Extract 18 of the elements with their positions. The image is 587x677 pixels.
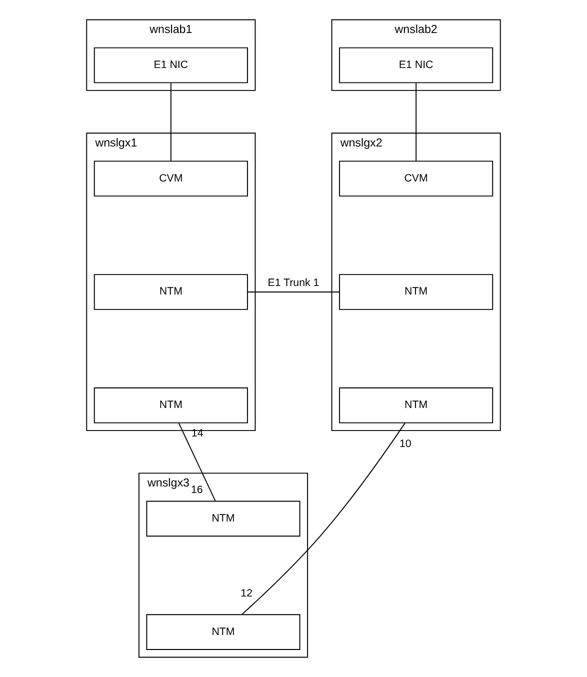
node-box: NTM xyxy=(94,274,248,310)
node-box: CVM xyxy=(94,160,248,197)
node-box: CVM xyxy=(339,160,494,197)
node-box: E1 NIC xyxy=(94,47,248,84)
node-label: 12 xyxy=(240,587,253,600)
connector xyxy=(242,422,406,615)
connector xyxy=(170,82,172,162)
node-box: NTM xyxy=(339,387,494,424)
node-box: NTM xyxy=(146,614,300,650)
connector xyxy=(416,82,417,162)
connector xyxy=(178,422,216,502)
node-box: NTM xyxy=(94,387,248,424)
node-box: NTM xyxy=(339,274,494,310)
node-label: 10 xyxy=(399,438,412,450)
edge-label: E1 Trunk 1 xyxy=(268,276,320,289)
node-label: 16 xyxy=(190,484,203,496)
node-box: E1 NIC xyxy=(339,47,494,84)
node-box: NTM xyxy=(146,500,300,537)
